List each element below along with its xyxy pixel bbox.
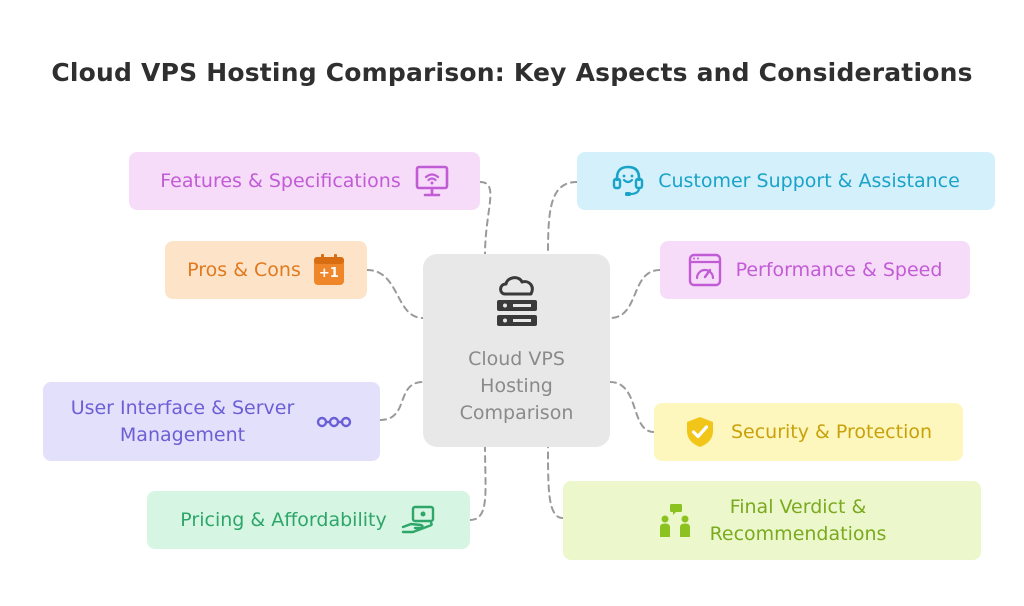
center-label-line-3: Comparison <box>459 402 574 424</box>
branch-ui: User Interface & Server Management <box>43 382 380 461</box>
calendar-plus-one-icon: +1 <box>313 254 345 286</box>
diagram-title: Cloud VPS Hosting Comparison: Key Aspect… <box>51 58 973 87</box>
branch-support: Customer Support & Assistance <box>577 152 995 210</box>
connector-support <box>547 181 578 256</box>
connector-ui <box>379 381 424 421</box>
speedometer-icon <box>688 253 722 287</box>
center-label-line-1: Cloud VPS <box>468 348 565 370</box>
hand-money-icon <box>401 505 437 535</box>
pros-cons-badge: +1 <box>318 266 339 281</box>
monitor-wifi-icon <box>415 164 449 198</box>
branch-performance: Performance & Speed <box>660 241 970 299</box>
connector-pros-cons <box>366 269 424 319</box>
branch-security: Security & Protection <box>654 403 963 461</box>
headset-icon <box>612 164 644 198</box>
shield-check-icon <box>685 415 715 449</box>
branch-verdict-label-line-1: Final Verdict & <box>729 495 867 518</box>
branch-features-label: Features & Specifications <box>160 169 401 192</box>
branch-verdict: Final Verdict & Recommendations <box>563 481 981 560</box>
connector-verdict <box>547 446 564 519</box>
nodes-icon <box>316 415 352 429</box>
connector-performance <box>609 269 661 319</box>
branch-security-label: Security & Protection <box>730 420 933 443</box>
connector-pricing <box>469 446 487 521</box>
branch-pricing-label: Pricing & Affordability <box>180 508 387 531</box>
people-discussion-icon <box>658 503 692 539</box>
cloud-server-icon <box>493 274 541 338</box>
branch-pros-cons: Pros & Cons +1 <box>165 241 367 299</box>
center-label-line-2: Hosting <box>480 375 553 397</box>
branch-ui-label-line-1: User Interface & Server <box>70 396 295 419</box>
branch-verdict-label-line-2: Recommendations <box>709 522 887 545</box>
branch-ui-label-line-2: Management <box>119 423 246 446</box>
branch-pricing: Pricing & Affordability <box>147 491 470 549</box>
connector-security <box>609 381 655 433</box>
branch-pros-cons-label: Pros & Cons <box>187 258 301 281</box>
branch-support-label: Customer Support & Assistance <box>658 169 960 192</box>
branch-features: Features & Specifications <box>129 152 480 210</box>
connector-features <box>479 181 492 256</box>
branch-performance-label: Performance & Speed <box>735 258 943 281</box>
center-node: Cloud VPS Hosting Comparison <box>423 254 610 447</box>
